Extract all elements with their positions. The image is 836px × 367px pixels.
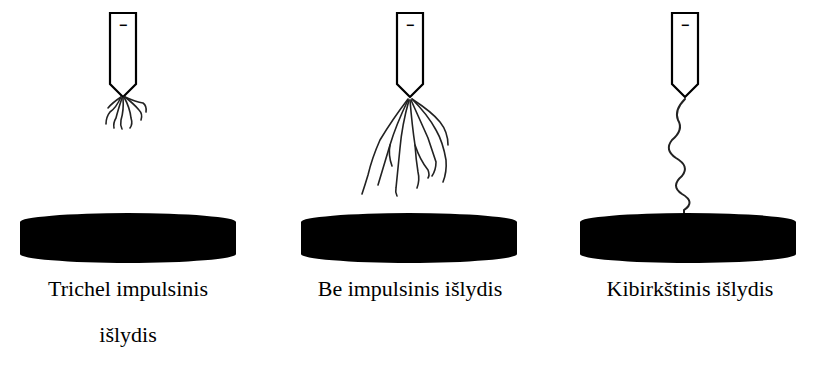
electrodes	[110, 13, 698, 97]
needle-electrode	[672, 13, 698, 97]
needle-electrode	[110, 13, 136, 97]
trichel-streamers	[106, 97, 146, 129]
polarity-sign: −	[397, 17, 423, 33]
plate-electrode	[580, 213, 796, 263]
needle-electrode	[397, 13, 423, 97]
polarity-sign: −	[110, 17, 136, 33]
spark-channel	[669, 99, 690, 222]
non-pulse-streamers	[362, 99, 448, 196]
discharge-caption: Kibirkštinis išlydis	[570, 266, 810, 312]
polarity-sign: −	[672, 17, 698, 33]
plate-electrode	[301, 213, 517, 263]
plate-electrode	[20, 213, 236, 263]
discharge-caption: Be impulsinis išlydis	[280, 266, 540, 312]
plate-electrodes	[20, 213, 796, 263]
discharge-caption: Trichel impulsinis išlydis	[18, 266, 238, 358]
